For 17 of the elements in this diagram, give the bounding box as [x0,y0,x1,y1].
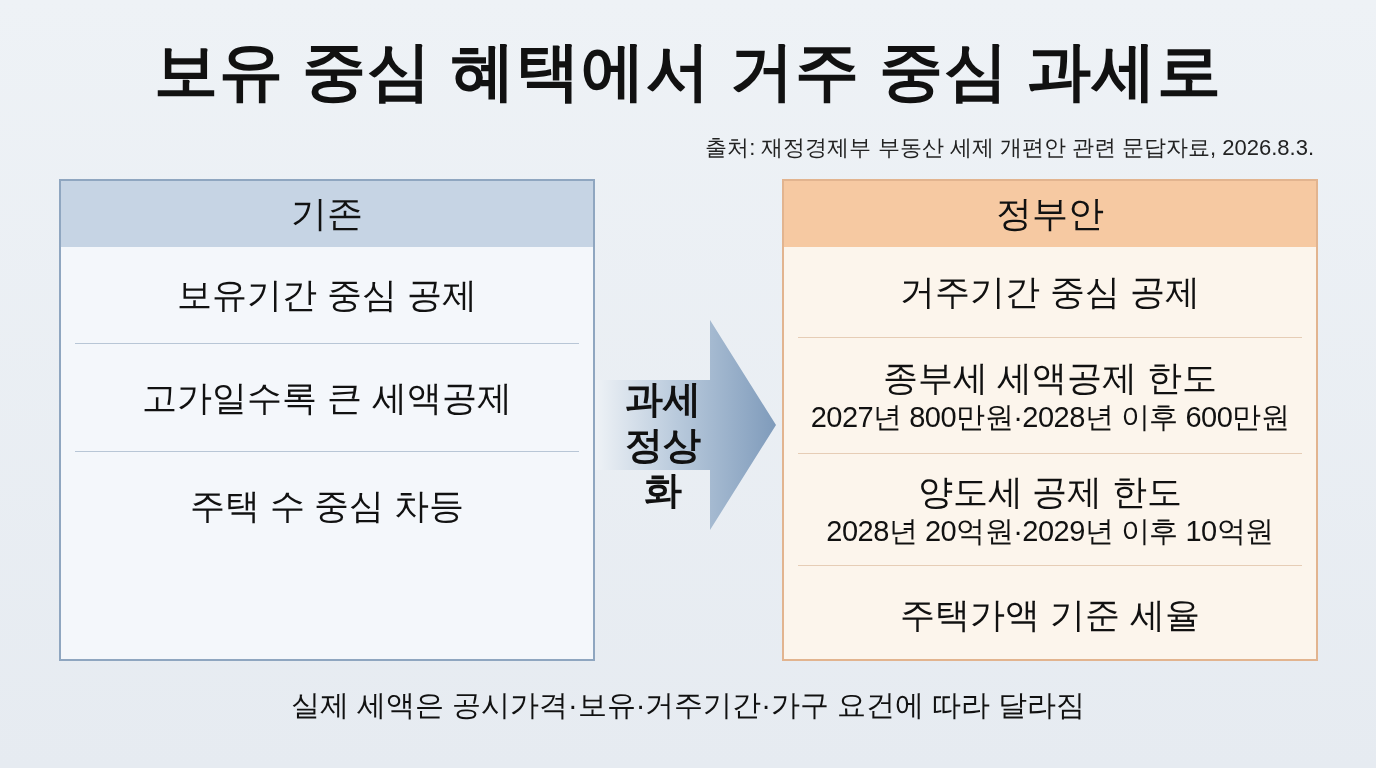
comparison-panel [59,179,595,661]
row-detail: 2028년 20억원·2029년 이후 10억원 [826,513,1274,549]
row-text: 양도세 공제 한도 [917,470,1183,513]
edge-label: 과세 정상화 [623,377,702,514]
source-note: 출처: 재정경제부 부동산 세제 개편안 관련 문답자료, 2026.8.3. [705,134,1314,162]
row-text: 고가일수록 큰 세액공제 [142,377,512,419]
row-detail: 2027년 800만원·2028년 이후 600만원 [810,399,1290,435]
panel-header: 정부안 [784,181,1316,247]
panel-header: 기존 [61,181,593,247]
row-text: 보유기간 중심 공제 [177,274,477,316]
row-text: 주택가액 기준 세율 [900,594,1200,636]
row-text: 종부세 세액공제 한도 [882,356,1218,399]
title: 보유 중심 혜택에서 거주 중심 과세로 [152,34,1224,109]
row-text: 거주기간 중심 공제 [900,271,1200,313]
comparison-panel [782,179,1318,661]
row-text: 주택 수 중심 차등 [189,485,465,527]
caption: 실제 세액은 공시가격·보유·거주기간·가구 요건에 따라 달라짐 [289,688,1087,723]
